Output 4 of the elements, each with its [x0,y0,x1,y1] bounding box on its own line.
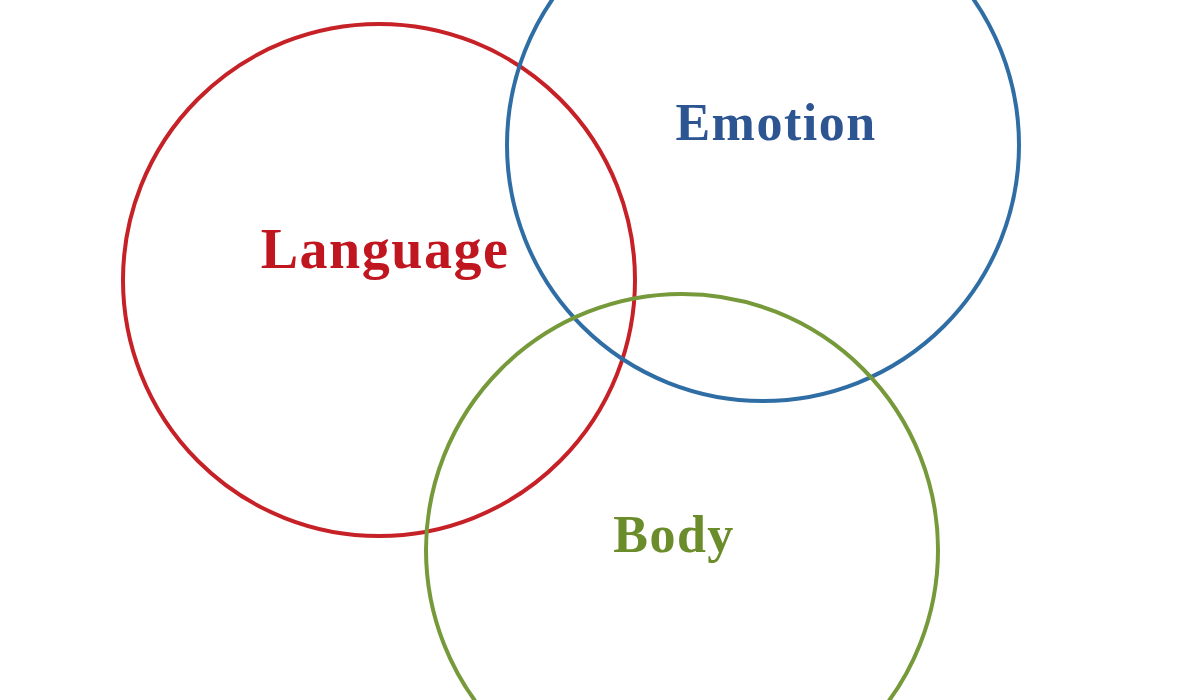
circle-label: Body [613,509,735,561]
venn-circle [505,0,1021,403]
circle-label: Emotion [675,97,877,149]
venn-circle [424,292,940,700]
